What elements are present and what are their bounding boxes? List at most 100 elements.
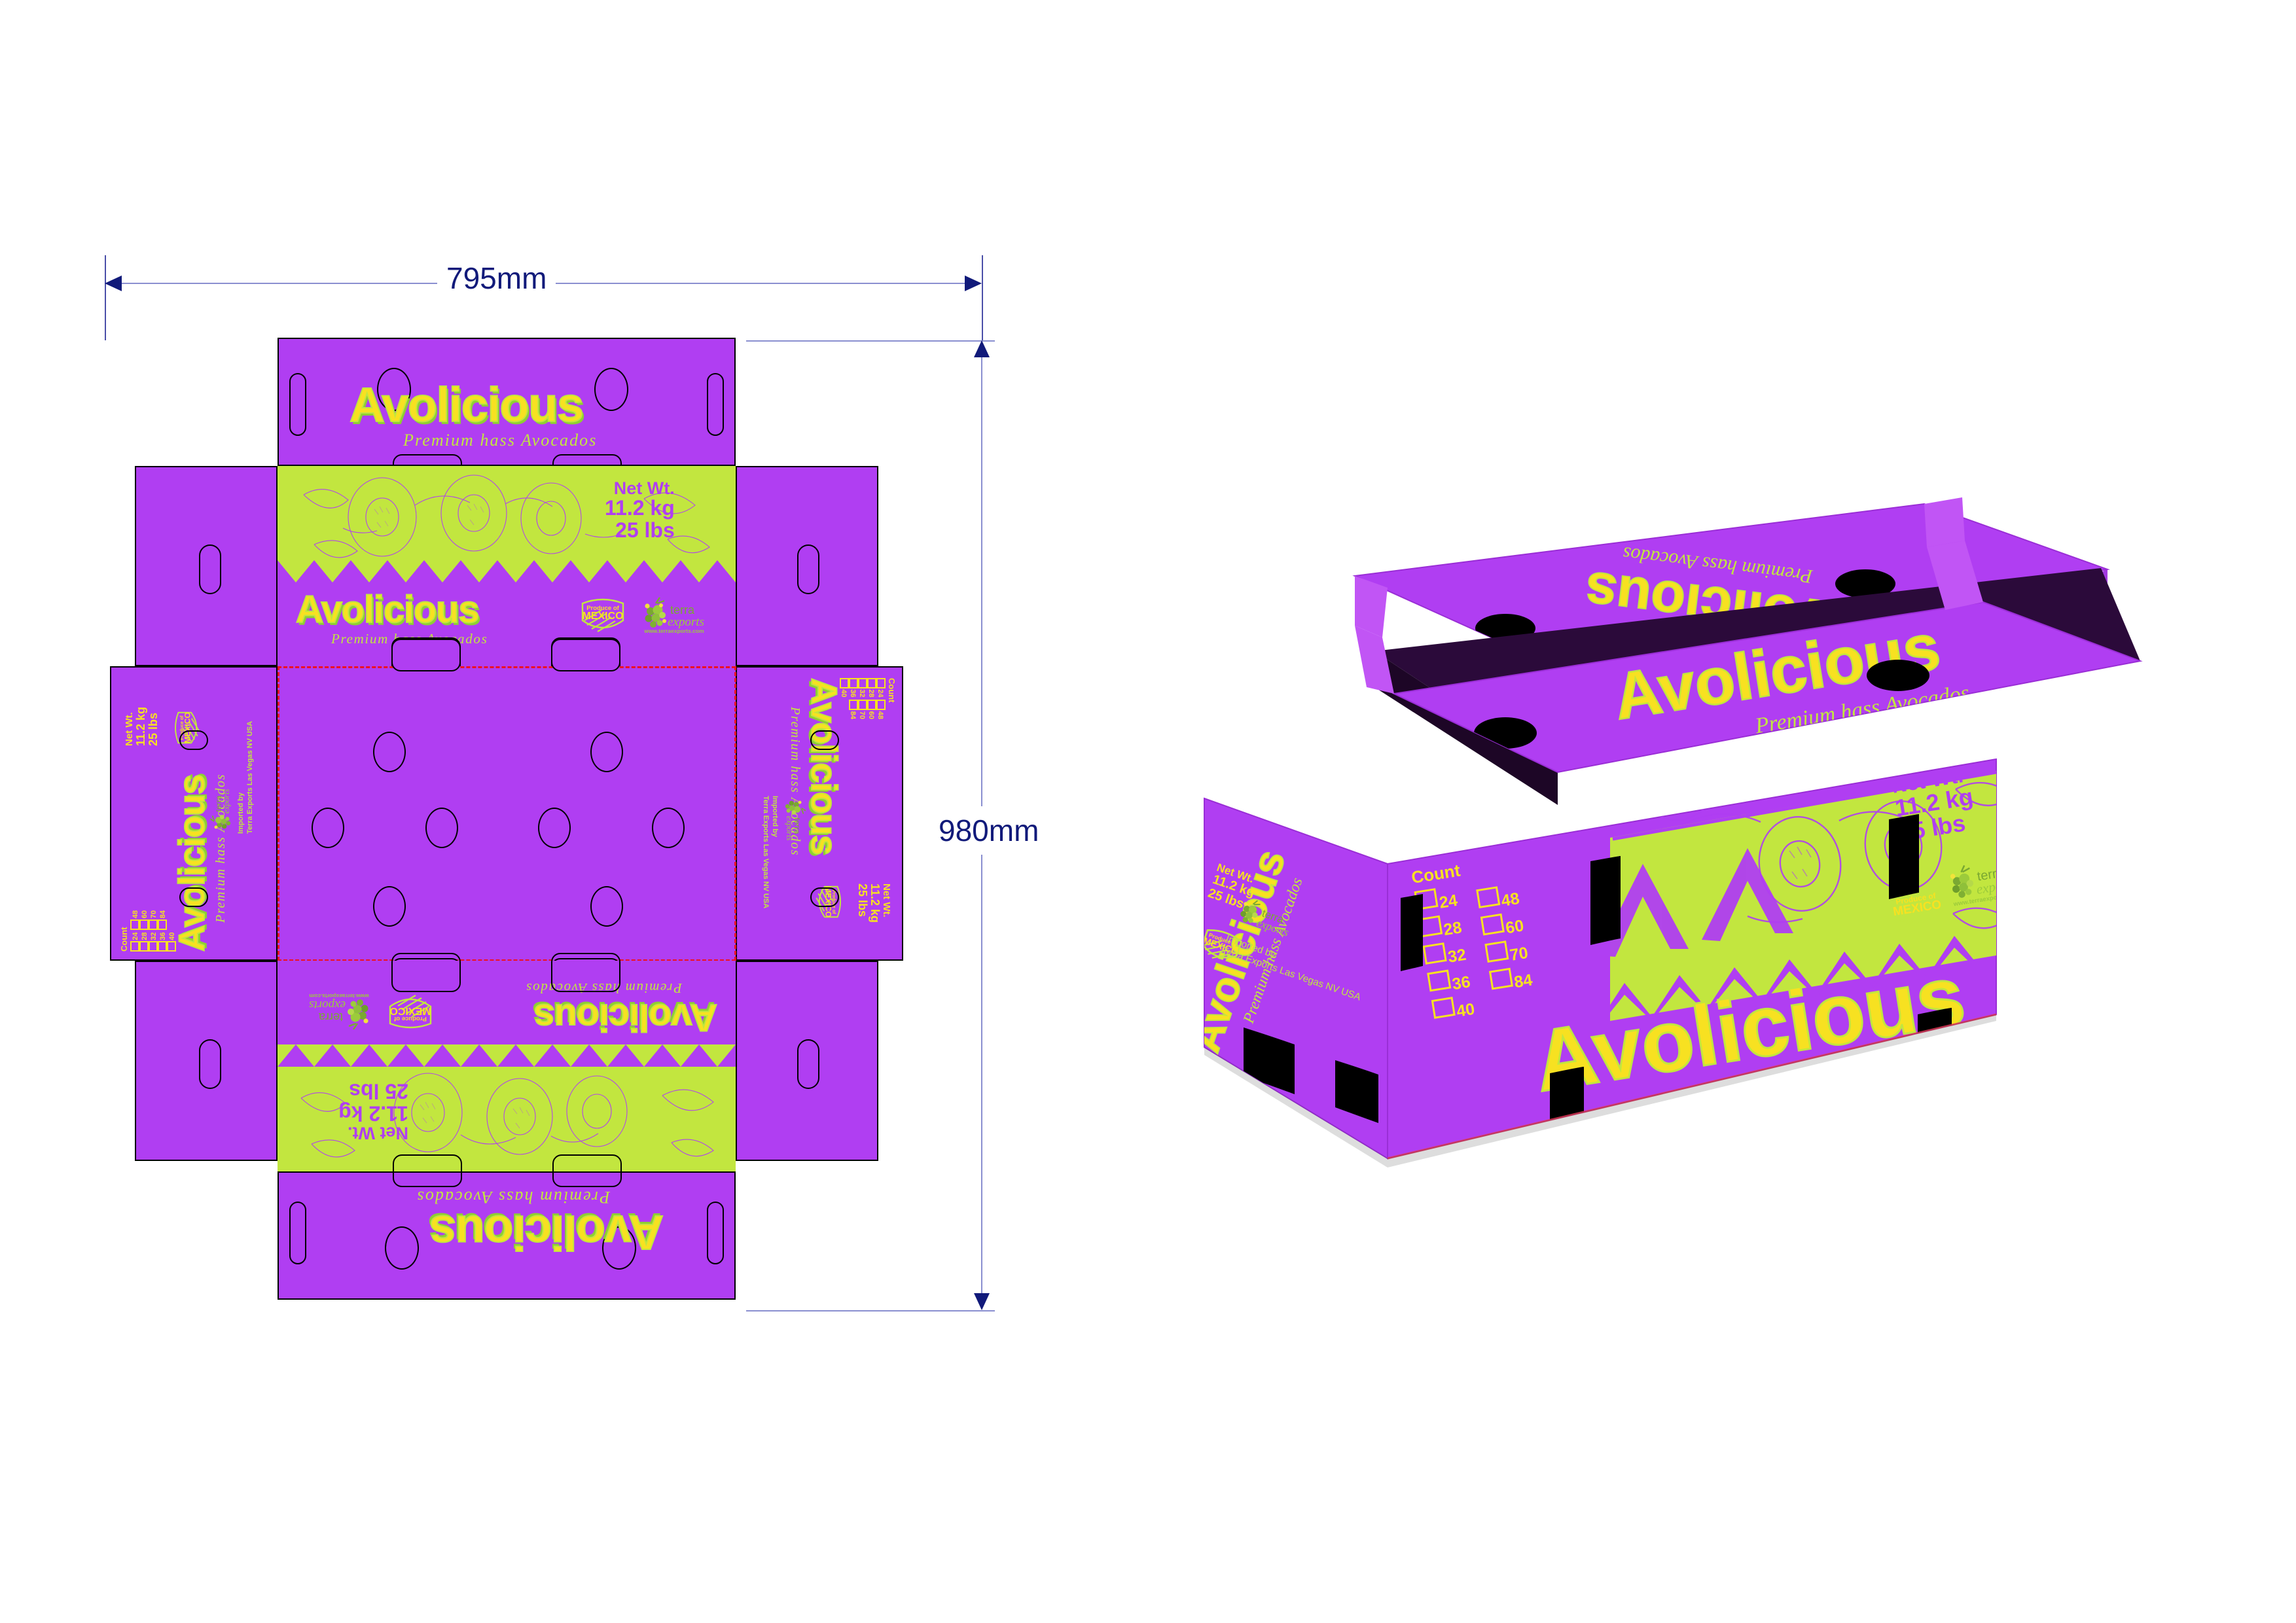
dieline-panel-back: Avolicious Premium hass Avocados Produce… [278, 953, 736, 1044]
svg-text:terra: terra [793, 818, 802, 834]
dieline-panel-front: Avolicious Premium hass Avocados Produce… [278, 582, 736, 677]
count-column-right: 48 60 70 84 [840, 700, 886, 719]
terra-wordmark-line2: exports [668, 615, 704, 629]
height-arrow-up-icon [974, 340, 990, 357]
net-weight-imperial: 25 lbs [146, 712, 160, 746]
importer-info: Imported by Terra Exports Las Vegas NV U… [237, 721, 255, 834]
count-item[interactable]: 84 [849, 700, 858, 719]
terra-wordmark-line1: terra [670, 603, 695, 616]
count-item[interactable]: 32 [149, 932, 158, 952]
vent-hole [538, 808, 571, 848]
terra-exports-logo: terra exports www.terraexports.com [1950, 865, 1996, 908]
net-weight-block: Net Wt. 11.2 kg 25 lbs [291, 1080, 408, 1143]
height-arrow-down-icon [974, 1293, 990, 1310]
dieline-panel-top-flap: Avolicious Premium hass Avocados [278, 338, 736, 487]
count-item[interactable]: 36 [849, 678, 858, 698]
count-item[interactable]: 28 [139, 932, 149, 952]
net-weight-imperial: 25 lbs [349, 1079, 408, 1103]
net-weight-metric: 11.2 kg [134, 706, 147, 746]
count-item[interactable]: 70 [149, 910, 158, 930]
box-side-face: Avolicious Premium hass Avocados Net Wt.… [1204, 797, 1388, 1160]
extension-line-right [982, 255, 983, 340]
count-item[interactable]: 70 [858, 700, 867, 719]
extension-line-top [746, 340, 995, 342]
grape-cluster-icon [348, 999, 368, 1030]
handle-cutout [393, 1154, 462, 1187]
count-item[interactable]: 40 [840, 678, 849, 698]
vent-slot [707, 373, 724, 436]
artwork-band-bottom: Net Wt. 11.2 kg 25 lbs [278, 1067, 736, 1171]
vent-slot [797, 1039, 819, 1089]
svg-text:terra: terra [318, 1010, 343, 1024]
importer-info: Imported by Terra Exports Las Vegas NV U… [761, 796, 779, 908]
fold-line [278, 666, 736, 668]
terra-exports-logo: terra exports www.terraexports.com [300, 989, 372, 1030]
vent-slot [707, 1202, 724, 1264]
brand-logo: Avolicious [429, 1205, 664, 1260]
grape-cluster-icon [645, 597, 666, 628]
vent-hole [425, 808, 458, 848]
svg-text:terra: terra [214, 795, 223, 812]
svg-text:exports: exports [785, 816, 794, 841]
width-arrow-right-icon [965, 276, 982, 291]
net-weight-label: Net Wt. [613, 478, 675, 498]
importer-line2: Terra Exports Las Vegas NV USA [245, 721, 254, 834]
vent-hole [373, 732, 406, 772]
count-grid: Count 24 28 32 36 40 48 60 70 84 [119, 910, 176, 952]
count-value: 70 [1509, 944, 1530, 965]
badge-line1: Produce of [586, 605, 619, 612]
net-weight-label: Net Wt. [881, 883, 892, 918]
net-weight-metric: 11.2 kg [605, 496, 675, 520]
net-weight-metric: 11.2 kg [338, 1101, 408, 1126]
vent-hole [312, 808, 344, 848]
handle-cutout [552, 1154, 622, 1187]
handle-cutout [391, 953, 461, 992]
count-label: Count [119, 927, 129, 952]
count-item[interactable]: 48 [130, 910, 139, 930]
count-value: 32 [1446, 946, 1467, 967]
count-item[interactable]: 28 [867, 678, 876, 698]
count-value: 84 [1513, 971, 1534, 991]
count-item[interactable]: 32 [858, 678, 867, 698]
net-weight-imperial: 25 lbs [615, 518, 675, 542]
dieline-panel-right-end: Avolicious Premium hass Avocados Count 2… [736, 666, 903, 961]
count-item[interactable]: 60 [867, 700, 876, 719]
svg-text:exports: exports [222, 789, 231, 813]
grape-cluster-icon [1950, 865, 1974, 898]
svg-text:MEXICO: MEXICO [389, 1005, 431, 1016]
artwork-band-top: Net Wt. 11.2 kg 25 lbs [278, 466, 736, 571]
box-front-face: Count 24 28 32 36 40 48 [1387, 758, 1997, 1160]
brand-logo: Avolicious [349, 378, 584, 432]
svg-text:www.terraexports.com: www.terraexports.com [309, 993, 370, 999]
handle-cutout [391, 639, 461, 671]
avocado-illustration [300, 1073, 714, 1158]
net-weight-label: Net Wt. [348, 1123, 408, 1143]
grape-cluster-icon [785, 800, 806, 815]
count-item[interactable]: 48 [876, 700, 886, 719]
fold-line [734, 666, 736, 961]
height-dimension-label: 980mm [929, 806, 1049, 855]
count-item[interactable]: 24 [130, 932, 139, 952]
dieline-flap-left-lower [135, 961, 278, 1161]
chevron-pattern-bottom [278, 1044, 736, 1067]
count-item[interactable]: 24 [876, 678, 886, 698]
net-weight-block: Net Wt. 11.2 kg 25 lbs [124, 707, 160, 746]
svg-text:Produce of: Produce of [179, 715, 185, 740]
count-value: 28 [1443, 918, 1463, 939]
dieline-panel-bottom-flap: Avolicious Premium hass Avocados [278, 1154, 736, 1300]
vent-slot [289, 373, 306, 436]
count-item[interactable]: 60 [139, 910, 149, 930]
width-arrow-left-icon [105, 276, 122, 291]
importer-line1: Imported by [237, 793, 245, 834]
vent-slot [199, 1039, 221, 1089]
brand-logo: Avolicious [533, 995, 718, 1039]
count-item[interactable]: 84 [158, 910, 167, 930]
terra-website: www.terraexports.com [643, 628, 704, 634]
width-dimension-label: 795mm [437, 260, 556, 296]
count-value: 40 [1455, 1000, 1476, 1021]
vent-slot [810, 730, 839, 750]
count-item[interactable]: 36 [158, 932, 167, 952]
produce-of-mexico-badge: Produce of MEXICO [579, 594, 627, 636]
count-item[interactable]: 40 [167, 932, 176, 952]
fold-line [278, 959, 736, 961]
